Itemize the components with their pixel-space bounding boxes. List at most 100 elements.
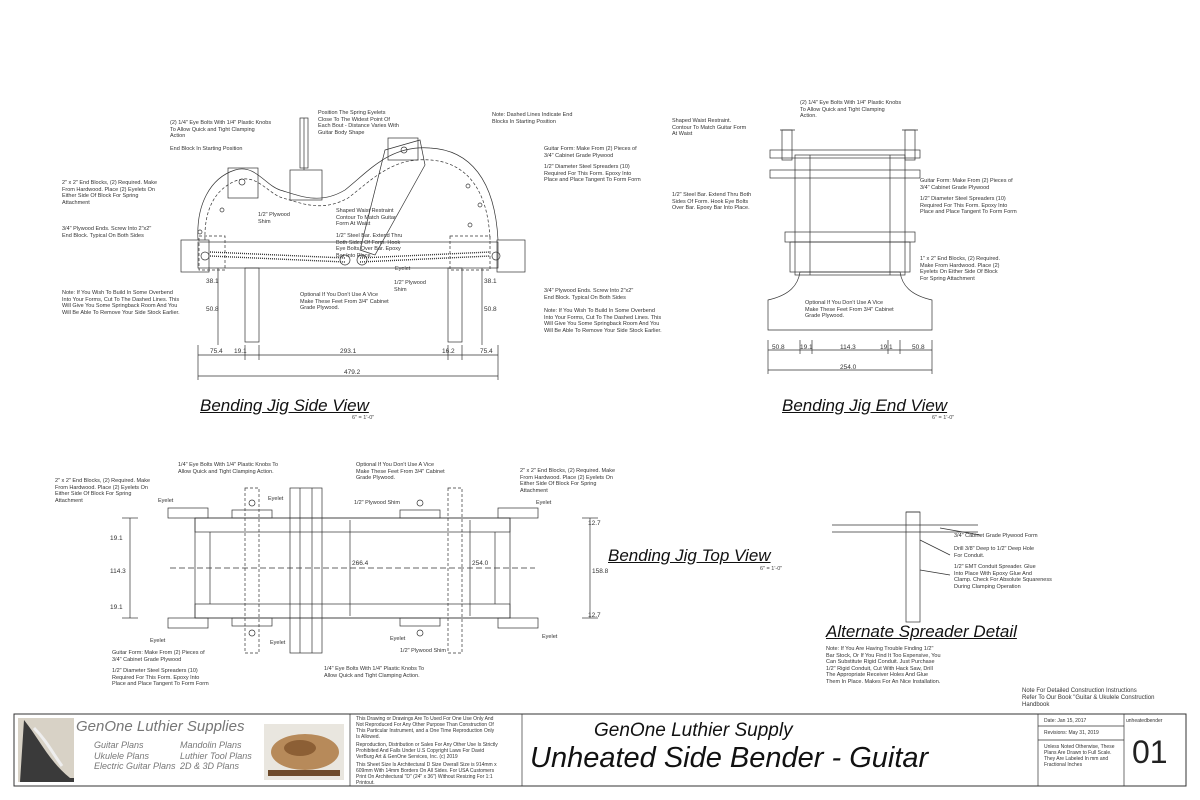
spreader-note-conduit: 1/2" EMT Conduit Spreader. Glue Into Pla… <box>954 564 1052 590</box>
top-note-eyelet-7: Eyelet <box>542 634 558 640</box>
top-note-end-blocks-left: 2" x 2" End Blocks, (2) Required. Make F… <box>55 478 151 504</box>
top-note-eyelet-1: Eyelet <box>158 498 174 504</box>
side-view-title: Bending Jig Side View <box>200 396 369 415</box>
tb-product: Electric Guitar Plans <box>94 761 176 771</box>
side-note-shim-2: 1/2" Plywood Shim <box>394 280 426 293</box>
side-foot-left <box>244 267 260 343</box>
side-note-eyelet: Eyelet <box>395 266 411 272</box>
end-note-end-blocks: 1" x 2" End Blocks, (2) Required. Make F… <box>920 256 1001 282</box>
side-dim-0: 75.4 <box>210 348 223 355</box>
end-feet <box>767 271 933 331</box>
side-guitar-form-dashed <box>204 159 491 241</box>
end-dim-4: 50.8 <box>912 344 925 351</box>
tb-sheet-name: unheatedbender <box>1126 718 1163 724</box>
top-view-title: Bending Jig Top View <box>608 546 771 565</box>
side-note-plywood-ends: 3/4" Plywood Ends. Screw Into 2"x2" End … <box>62 226 152 239</box>
side-note-optional-vice: Optional If You Don't Use A Vice Make Th… <box>300 292 389 311</box>
end-dim-5: 254.0 <box>840 364 857 371</box>
top-note-eyelet-6: Eyelet <box>390 636 406 642</box>
side-note-eye-bolts: (2) 1/4" Eye Bolts With 1/4" Plastic Kno… <box>170 120 272 139</box>
spreader-detail-title: Alternate Spreader Detail <box>826 622 1017 641</box>
top-dim-4: 266.4 <box>352 560 369 567</box>
top-dim-5: 254.0 <box>472 560 489 567</box>
side-note-plywood-ends-right: 3/4" Plywood Ends. Screw Into 2"x2" End … <box>544 288 634 301</box>
end-note-steel-bar: 1/2" Steel Bar. Extend Thru Both Sides O… <box>672 192 752 211</box>
top-dim-3: 19.1 <box>110 604 123 611</box>
end-note-spreaders: 1/2" Diameter Steel Spreaders (10) Requi… <box>920 196 1017 215</box>
side-foot-right <box>447 267 463 343</box>
end-dim-1: 19.1 <box>800 344 813 351</box>
top-dim-7: 12.7 <box>588 612 601 619</box>
top-note-eye-bolts-bottom: 1/4" Eye Bolts With 1/4" Plastic Knobs T… <box>324 666 425 679</box>
tb-product: Mandolin Plans <box>180 740 242 750</box>
top-note-guitar-form: Guitar Form: Make From (2) Pieces of 3/4… <box>112 650 205 663</box>
end-note-optional-vice: Optional If You Don't Use A Vice Make Th… <box>805 300 894 319</box>
tb-products-right: Mandolin Plans Luthier Tool Plans 2D & 3… <box>180 740 252 772</box>
top-dim-1: 19.1 <box>110 535 123 542</box>
top-dim-2: 114.3 <box>110 568 126 575</box>
tb-products-left: Guitar Plans Ukulele Plans Electric Guit… <box>94 740 176 772</box>
tb-product: 2D & 3D Plans <box>180 761 240 771</box>
construction-note: Note For Detailed Construction Instructi… <box>1022 688 1155 708</box>
title-block: GenOne Luthier Supplies Guitar Plans Uku… <box>14 714 1186 786</box>
tb-legal-2: Reproduction, Distribution or Sales For … <box>356 742 498 760</box>
tb-product: Ukulele Plans <box>94 750 150 761</box>
side-base <box>197 241 499 269</box>
tb-sheet-number: 01 <box>1132 734 1168 770</box>
top-note-eyelet-2: Eyelet <box>268 496 284 502</box>
side-note-waist-restraint: Shaped Waist Restraint Contour To Match … <box>336 208 396 227</box>
side-note-eyelets-position: Position The Spring Eyelets Close To The… <box>318 110 399 136</box>
side-end-block-left <box>180 239 210 273</box>
tb-product: Luthier Tool Plans <box>180 750 252 761</box>
side-dim-2: 293.1 <box>340 348 357 355</box>
side-note-shim: 1/2" Plywood Shim <box>258 212 290 225</box>
tb-photo-left <box>18 718 74 782</box>
tb-units-note: Unless Noted Otherwise, These Plans Are … <box>1044 744 1115 768</box>
top-note-eye-bolts-top: 1/4" Eye Bolts With 1/4" Plastic Knobs T… <box>178 462 279 475</box>
tb-legal-3: This Sheet Size Is Architectural D Size … <box>356 762 497 786</box>
end-note-eye-bolts: (2) 1/4" Eye Bolts With 1/4" Plastic Kno… <box>800 100 902 119</box>
end-dim-3: 19.1 <box>880 344 893 351</box>
top-note-optional-vice: Optional If You Don't Use A Vice Make Th… <box>356 462 445 481</box>
end-note-waist-restraint: Shaped Waist Restraint. Contour To Match… <box>672 118 747 137</box>
tb-date: Date: Jan 15, 2017 <box>1044 718 1087 724</box>
top-dim-6: 158.8 <box>592 568 609 575</box>
spreader-note-trouble: Note: If You Are Having Trouble Finding … <box>826 646 941 685</box>
side-dim-6: 50.8 <box>206 306 219 313</box>
side-dim-9: 38.1 <box>484 278 497 285</box>
end-view-scale: 6" = 1'-0" <box>932 415 955 421</box>
side-note-steel-bar: 1/2" Steel Bar. Extend Thru Both Sides O… <box>336 233 403 259</box>
top-note-shim-bottom: 1/2" Plywood Shim <box>400 648 446 654</box>
side-note-guitar-form: Guitar Form: Make From (2) Pieces of 3/4… <box>544 146 637 159</box>
top-note-shim-top: 1/2" Plywood Shim <box>354 500 400 506</box>
side-end-block-right <box>496 239 526 273</box>
end-dim-2: 114.3 <box>840 344 856 351</box>
tb-product: Guitar Plans <box>94 740 144 750</box>
side-note-overbend-left: Note: If You Wish To Build In Some Overb… <box>62 290 180 316</box>
tb-legal-1: This Drawing or Drawings Are To Used For… <box>356 716 495 740</box>
top-note-eyelet-4: Eyelet <box>150 638 166 644</box>
spreader-note-drill: Drill 3/8" Deep to 1/2" Deep Hole For Co… <box>954 546 1035 559</box>
side-dim-4: 75.4 <box>480 348 493 355</box>
tb-photo-right <box>264 724 344 780</box>
side-dim-5: 479.2 <box>344 369 361 376</box>
tb-main-title: Unheated Side Bender - Guitar <box>530 742 929 774</box>
top-note-eyelet-3: Eyelet <box>536 500 552 506</box>
top-view-scale: 6" = 1'-0" <box>760 566 783 572</box>
side-note-overbend-right: Note: If You Wish To Build In Some Overb… <box>544 308 662 334</box>
side-note-end-block-start: End Block In Starting Position <box>170 146 243 152</box>
side-note-dashed-lines: Note: Dashed Lines Indicate End Blocks I… <box>492 112 573 125</box>
side-view-scale: 6" = 1'-0" <box>352 415 375 421</box>
side-note-spreaders: 1/2" Diameter Steel Spreaders (10) Requi… <box>544 164 641 183</box>
tb-company: GenOne Luthier Supplies <box>76 718 245 735</box>
top-note-spreaders: 1/2" Diameter Steel Spreaders (10) Requi… <box>112 668 209 687</box>
top-note-eyelet-5: Eyelet <box>270 640 286 646</box>
tb-revisions: Revisions: May 31, 2019 <box>1044 730 1099 736</box>
end-note-guitar-form: Guitar Form: Make From (2) Pieces of 3/4… <box>920 178 1013 191</box>
spreader-note-plywood-form: 3/4" Cabinet Grade Plywood Form <box>954 533 1038 539</box>
side-dim-3: 16.2 <box>442 348 455 355</box>
side-dim-7: 38.1 <box>206 278 219 285</box>
end-form <box>794 154 906 276</box>
side-note-end-blocks: 2" x 2" End Blocks, (2) Required. Make F… <box>62 180 158 206</box>
